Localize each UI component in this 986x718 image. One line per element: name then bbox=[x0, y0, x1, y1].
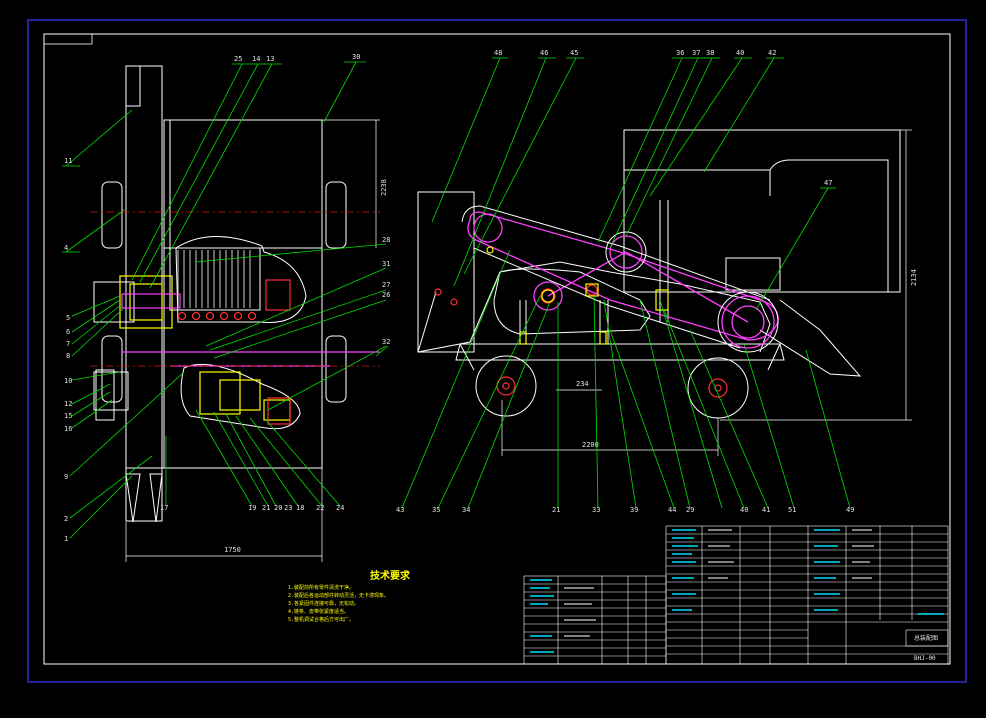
tech-note-4: 4.链条、皮带张紧度适当。 bbox=[288, 608, 349, 615]
balloon-34: 34 bbox=[462, 506, 470, 514]
tech-note-5: 5.整机调试合格后方可出厂。 bbox=[288, 616, 354, 623]
corner-tab bbox=[43, 33, 93, 45]
balloon-51: 51 bbox=[788, 506, 796, 514]
balloon-45: 45 bbox=[570, 49, 578, 57]
right-dimensions bbox=[501, 129, 912, 456]
balloon-49: 49 bbox=[846, 506, 854, 514]
balloon-48: 48 bbox=[494, 49, 502, 57]
balloon-5: 5 bbox=[66, 314, 70, 322]
tech-note-2: 2.装配后各运动部件转动灵活，无卡滞现象。 bbox=[288, 592, 389, 599]
balloon-40: 40 bbox=[736, 49, 744, 57]
balloon-11: 11 bbox=[64, 157, 72, 165]
balloon-labels: 11 4 25 14 13 30 5 6 7 8 10 12 15 16 9 2… bbox=[64, 49, 854, 543]
balloon-13: 13 bbox=[266, 55, 274, 63]
balloon-6: 6 bbox=[66, 328, 70, 336]
dim-right-small: 234 bbox=[576, 380, 589, 388]
dim-right-width: 2200 bbox=[582, 441, 599, 449]
balloon-43: 43 bbox=[396, 506, 404, 514]
left-centerlines bbox=[90, 211, 380, 367]
balloon-9: 9 bbox=[64, 473, 68, 481]
balloon-10: 10 bbox=[64, 377, 72, 385]
balloon-18: 18 bbox=[296, 504, 304, 512]
dim-right-height: 2134 bbox=[910, 269, 918, 286]
tech-note-3: 3.各紧固件连接可靠，无松动。 bbox=[288, 600, 359, 607]
balloon-24: 24 bbox=[336, 504, 344, 512]
left-magenta-parts bbox=[121, 293, 380, 367]
balloon-15: 15 bbox=[64, 412, 72, 420]
balloon-41: 41 bbox=[762, 506, 770, 514]
balloon-31: 31 bbox=[382, 260, 390, 268]
balloon-28: 28 bbox=[382, 236, 390, 244]
dim-left-width: 1750 bbox=[224, 546, 241, 554]
balloon-46: 46 bbox=[540, 49, 548, 57]
balloon-23: 23 bbox=[284, 504, 292, 512]
belt bbox=[461, 205, 779, 353]
balloon-22: 22 bbox=[316, 504, 324, 512]
title-block-text: 总装配图 BHJ-00 bbox=[914, 634, 938, 662]
balloon-21b: 21 bbox=[552, 506, 560, 514]
dim-left-height: 2238 bbox=[380, 179, 388, 196]
right-yellow-parts bbox=[486, 246, 669, 345]
left-dimensions bbox=[125, 119, 380, 562]
balloon-19: 19 bbox=[248, 504, 256, 512]
tech-requirements: 技术要求 1.装配前所有零件清洗干净。 2.装配后各运动部件转动灵活，无卡滞现象… bbox=[288, 569, 411, 623]
balloon-4: 4 bbox=[64, 244, 68, 252]
balloon-37: 37 bbox=[692, 49, 700, 57]
balloon-8: 8 bbox=[66, 352, 70, 360]
balloon-25: 25 bbox=[234, 55, 242, 63]
balloon-38: 38 bbox=[706, 49, 714, 57]
balloon-14: 14 bbox=[252, 55, 260, 63]
balloon-44: 44 bbox=[668, 506, 676, 514]
balloon-26: 26 bbox=[382, 291, 390, 299]
tech-note-1: 1.装配前所有零件清洗干净。 bbox=[288, 584, 354, 591]
right-view bbox=[417, 129, 901, 419]
balloon-42: 42 bbox=[768, 49, 776, 57]
dimension-labels: 2238 1750 2134 2200 234 bbox=[224, 179, 918, 554]
balloon-30: 30 bbox=[352, 53, 360, 61]
balloon-27: 27 bbox=[382, 281, 390, 289]
parts-list-right bbox=[665, 525, 949, 665]
balloon-32: 32 bbox=[382, 338, 390, 346]
table-entries-white bbox=[564, 529, 874, 637]
left-bolts bbox=[177, 279, 291, 425]
balloon-36: 36 bbox=[676, 49, 684, 57]
balloon-29: 29 bbox=[686, 506, 694, 514]
balloon-40b: 40 bbox=[740, 506, 748, 514]
left-gear-parts bbox=[119, 275, 291, 421]
balloon-20: 20 bbox=[274, 504, 282, 512]
balloon-16: 16 bbox=[64, 425, 72, 433]
balloon-47: 47 bbox=[824, 179, 832, 187]
drawing-code: BHJ-00 bbox=[914, 655, 936, 662]
tech-title: 技术要求 bbox=[370, 569, 411, 582]
balloon-7: 7 bbox=[66, 340, 70, 348]
balloon-33: 33 bbox=[592, 506, 600, 514]
outer-border bbox=[27, 19, 967, 683]
inner-border bbox=[43, 33, 951, 665]
balloon-39: 39 bbox=[630, 506, 638, 514]
table-entries bbox=[530, 529, 944, 653]
balloon-12: 12 bbox=[64, 400, 72, 408]
balloon-1: 1 bbox=[64, 535, 68, 543]
drawing-name: 总装配图 bbox=[914, 634, 938, 642]
balloon-35: 35 bbox=[432, 506, 440, 514]
balloon-2: 2 bbox=[64, 515, 68, 523]
balloon-21: 21 bbox=[262, 504, 270, 512]
left-view bbox=[93, 65, 347, 523]
leader-lines bbox=[62, 57, 851, 539]
balloon-17: 17 bbox=[160, 504, 168, 512]
left-fins bbox=[177, 250, 251, 308]
